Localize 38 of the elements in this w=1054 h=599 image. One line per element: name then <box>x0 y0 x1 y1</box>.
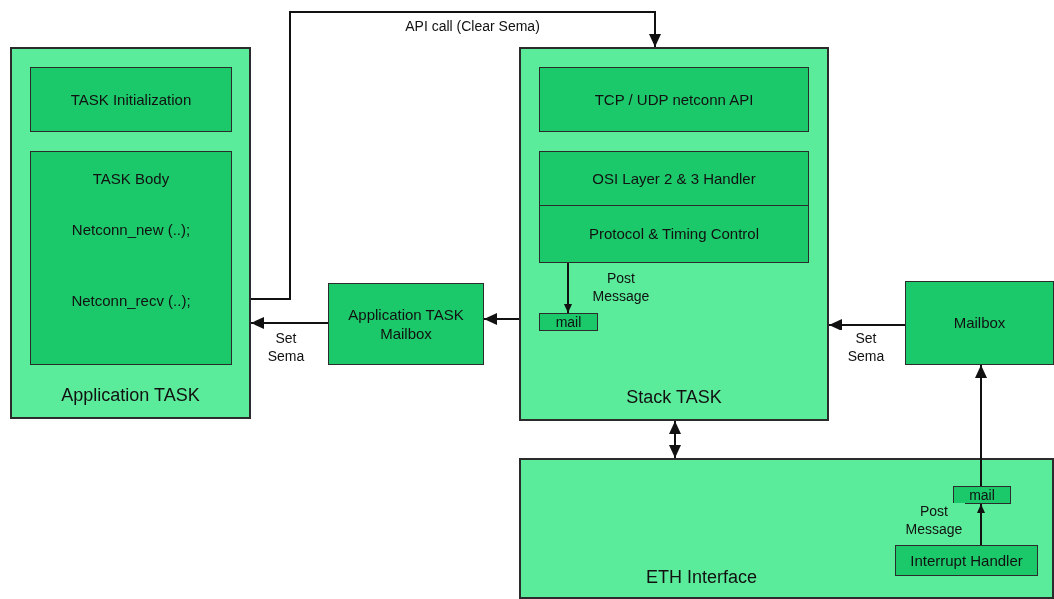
arrow <box>828 319 906 331</box>
arrow <box>483 313 520 325</box>
task-container <box>519 47 829 421</box>
process-box <box>30 67 232 132</box>
box-label: Application TASK Mailbox <box>347 304 465 344</box>
arrow <box>250 317 329 329</box>
edge-label: Post Message <box>903 503 965 538</box>
task-container <box>10 47 251 419</box>
mail-box <box>539 313 598 331</box>
box-label: Interrupt Handler <box>910 550 1023 571</box>
code-line: Netconn_new (..); <box>71 219 191 239</box>
process-box <box>539 151 809 206</box>
arrow <box>977 503 985 546</box>
process-box <box>539 205 809 263</box>
arrow <box>975 364 987 487</box>
container-title: ETH Interface <box>646 565 758 589</box>
arrow <box>669 420 681 459</box>
box-label: TASK Initialization <box>70 89 192 110</box>
box-label: Protocol & Timing Control <box>588 224 760 244</box>
box-label: mail <box>555 312 582 332</box>
box-label: mail <box>969 485 995 505</box>
mail-box <box>953 486 1011 504</box>
arrow <box>564 262 572 314</box>
process-box <box>539 67 809 132</box>
container-title: Stack TASK <box>626 385 722 409</box>
container-title: Application TASK <box>61 383 200 407</box>
process-box <box>905 281 1054 365</box>
edge-label: Post Message <box>590 270 652 305</box>
task-container <box>519 458 1054 599</box>
code-line: Netconn_recv (..); <box>71 291 191 311</box>
process-box <box>328 283 484 365</box>
box-label: TCP / UDP netconn API <box>594 89 754 110</box>
process-box <box>895 545 1038 576</box>
process-box <box>30 151 232 365</box>
box-label: Mailbox <box>952 313 1007 333</box>
box-label: OSI Layer 2 & 3 Handler <box>592 168 756 189</box>
arrow <box>250 11 661 300</box>
box-label: TASK Body <box>92 169 170 189</box>
